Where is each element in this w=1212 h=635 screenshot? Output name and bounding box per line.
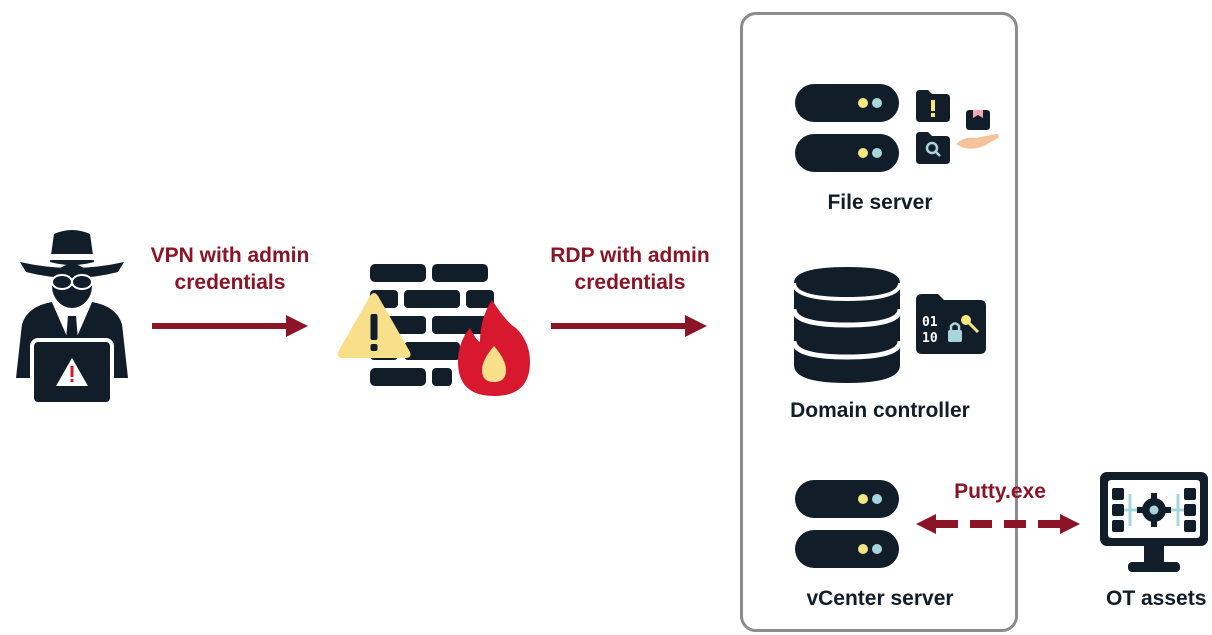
network-container [740,12,1018,632]
putty-arrow [916,514,1080,534]
file-server-label: File server [827,191,933,214]
monitor-gear-icon [1100,472,1208,572]
vpn-edge-label: VPN with admin credentials [150,244,310,294]
rdp-edge-label: RDP with admin credentials [550,244,710,294]
hacker-laptop-icon [16,230,128,406]
putty-edge-label: Putty.exe [954,480,1046,503]
file-folders-icon [916,90,999,164]
rdp-arrow [551,315,707,337]
file-server-icon [795,84,899,172]
encrypted-folder-icon: 01 10 [916,294,986,354]
vcenter-server-label: vCenter server [806,587,954,610]
database-icon [791,267,903,383]
svg-text:10: 10 [922,331,938,346]
svg-text:01: 01 [922,315,938,330]
ot-assets-label: OT assets [1106,587,1207,610]
vcenter-server-icon [795,480,899,568]
firewall-fire-icon [337,264,530,396]
domain-controller-label: Domain controller [790,399,970,422]
vpn-arrow [152,315,308,337]
